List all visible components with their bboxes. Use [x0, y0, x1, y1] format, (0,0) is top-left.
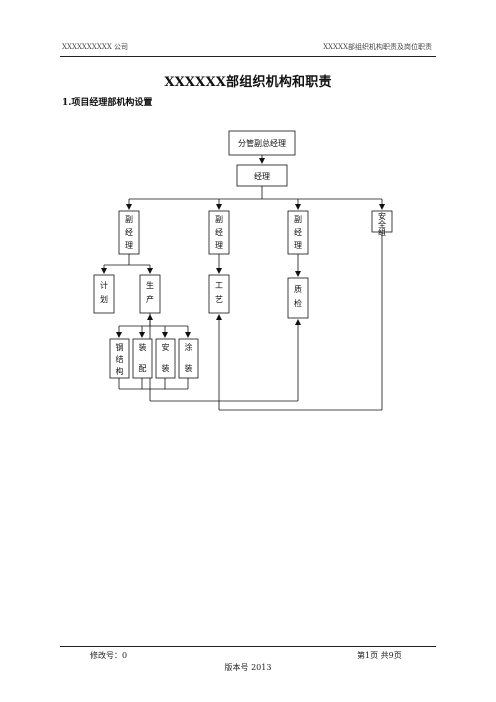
header-rule	[60, 56, 436, 57]
org-box-char: 装	[162, 363, 170, 373]
org-box-char: 配	[139, 364, 147, 373]
org-box-vice-general-manager: 分管副总经理	[228, 130, 296, 156]
org-box-char: 装	[139, 342, 147, 352]
footer-page-number: 第1页 共9页	[357, 651, 402, 660]
header-doc-title: XXXXX部组织机构职责及岗位职责	[323, 43, 432, 51]
org-box-char: 经	[125, 227, 133, 237]
org-box-process: 工 艺	[208, 274, 230, 314]
org-box-char: 理	[125, 241, 133, 250]
org-box-char: 划	[100, 294, 108, 304]
org-box-char: 钢	[116, 342, 124, 352]
org-box-char: 副	[294, 215, 302, 224]
org-box-steel-structure: 钢 结 构	[109, 338, 130, 379]
org-box-char: 工	[215, 281, 223, 290]
org-box-label: 分管副总经理	[238, 138, 286, 148]
org-box-char: 质	[294, 284, 302, 294]
org-box-deputy-manager-3: 副 经 理	[287, 210, 309, 255]
org-box-quality-inspection: 质 检	[287, 277, 309, 319]
footer-revision: 修改号：0	[90, 651, 128, 660]
page-title: XXXXXX部组织机构和职责	[164, 75, 332, 90]
org-box-char: 经	[294, 227, 302, 237]
footer-rule	[60, 646, 436, 647]
org-box-char: 装	[185, 363, 193, 373]
org-box-char: 副	[215, 215, 223, 224]
org-box-painting: 涂 装	[178, 338, 199, 379]
org-box-char: 副	[125, 215, 133, 224]
footer-version: 版本号 2013	[224, 663, 272, 672]
org-box-label: 经理	[254, 171, 270, 181]
org-box-planning: 计 划	[93, 274, 115, 314]
org-box-char: 安	[162, 342, 170, 352]
org-box-char: 经	[215, 227, 223, 237]
header-company: XXXXXXXXXX 公司	[62, 43, 129, 51]
org-box-char: 结	[116, 354, 124, 364]
org-box-installation: 安 装	[155, 338, 176, 379]
org-box-char: 生	[146, 280, 154, 290]
org-box-char: 安	[378, 211, 386, 221]
org-box-assembly: 装 配	[132, 338, 153, 379]
org-box-char: 产	[146, 294, 154, 304]
org-box-char: 计	[100, 280, 108, 290]
org-box-char: 理	[294, 241, 302, 250]
org-box-deputy-manager-2: 副 经 理	[208, 210, 230, 255]
org-box-char: 检	[294, 298, 302, 308]
org-box-char: 涂	[185, 342, 193, 352]
org-box-char: 全	[378, 219, 386, 229]
org-box-char: 理	[215, 241, 223, 250]
org-box-manager: 经理	[236, 164, 288, 187]
section-heading: 1.项目经理部机构设置	[62, 98, 153, 108]
org-box-char: 构	[116, 366, 124, 376]
org-box-production: 生 产	[139, 274, 161, 314]
org-box-deputy-manager-1: 副 经 理	[118, 210, 140, 255]
org-box-safety-team: 安 全 组	[371, 210, 393, 237]
org-box-char: 艺	[215, 295, 223, 304]
org-box-char: 组	[378, 227, 386, 237]
